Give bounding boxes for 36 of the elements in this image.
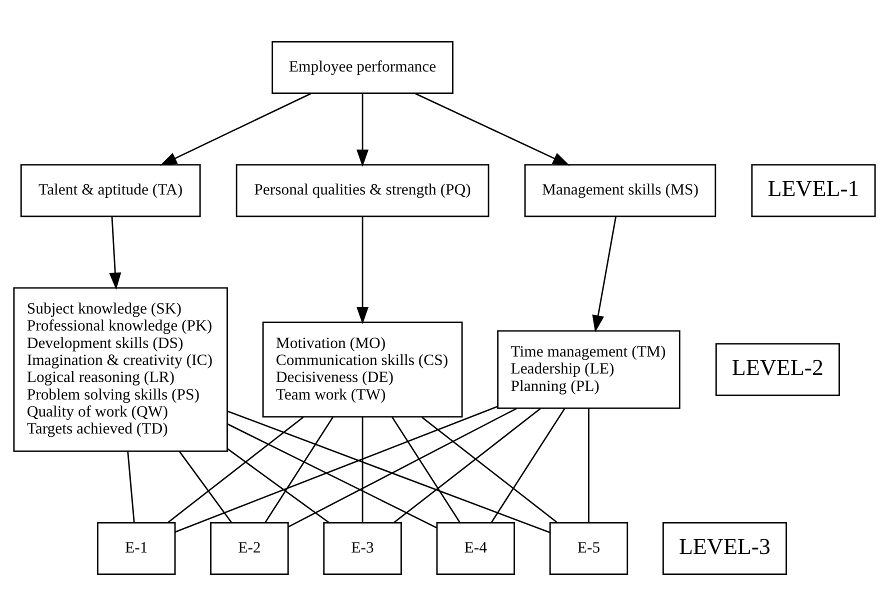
connector (168, 416, 304, 522)
arrow (356, 93, 369, 166)
node-box: LEVEL-2 (715, 342, 840, 396)
connector (175, 405, 498, 532)
node-box: Employee performance (272, 40, 454, 94)
arrow (109, 216, 122, 290)
node-box: E-5 (549, 522, 628, 574)
arrow (356, 216, 369, 324)
connector (178, 450, 232, 523)
node-box: Time management (TM) Leadership (LE) Planning (PL) (497, 330, 680, 408)
node-box: E-1 (96, 522, 176, 574)
node-box: E-3 (323, 522, 402, 574)
node-box: Talent & aptitude (TA) (20, 164, 201, 217)
node-box: E-4 (436, 522, 515, 574)
node-box: Subject knowledge (SK) Professional knowledge (PK) Development skills (DS) Imagination & creativity (IC) Logical reasoning (LR) Problem solving skills (PS) Quality of work (QW) Targets achieved (TD) (13, 286, 228, 452)
node-box: LEVEL-1 (751, 164, 876, 217)
arrow (160, 92, 312, 166)
node-box: E-2 (210, 522, 289, 574)
node-box: LEVEL-3 (662, 522, 787, 574)
connector (588, 408, 590, 522)
connector (490, 407, 566, 522)
connector (227, 422, 437, 528)
connector (394, 407, 542, 522)
arrow (415, 92, 570, 166)
connector (264, 416, 334, 522)
connector (227, 448, 330, 523)
node-box: Management skills (MS) (524, 164, 716, 217)
arrow (592, 216, 617, 332)
node-box: Motivation (MO) Communication skills (CS) Decisiveness (DE) Team work (TW) (262, 321, 463, 418)
connector (127, 450, 135, 522)
connector (288, 407, 518, 527)
connector (422, 416, 558, 522)
connector (362, 416, 364, 522)
connector (227, 410, 550, 533)
connector (392, 416, 460, 522)
node-box: Personal qualities & strength (PQ) (236, 164, 490, 217)
